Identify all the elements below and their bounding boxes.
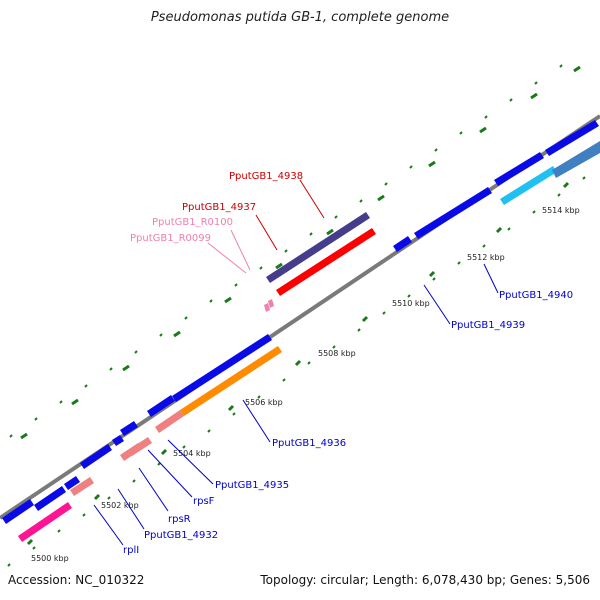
gene-arrow[interactable] (80, 444, 112, 469)
gene-arrow[interactable] (64, 476, 80, 490)
gene-label-rplI[interactable]: rplI (123, 545, 139, 556)
inner-tick-row (7, 176, 586, 567)
gene-label-PputGB1_R0100[interactable]: PputGB1_R0100 (152, 217, 233, 228)
gene-label-PputGB1_4939[interactable]: PputGB1_4939 (451, 320, 525, 331)
gene-arrow[interactable] (180, 346, 282, 416)
gene-arrow[interactable] (120, 421, 138, 436)
tick-label-5500: 5500 kbp (31, 554, 69, 563)
gene-label-PputGB1_4937[interactable]: PputGB1_4937 (182, 202, 256, 213)
tick-label-5502: 5502 kbp (101, 501, 139, 510)
accession-text: Accession: NC_010322 (8, 573, 145, 587)
gene-label-PputGB1_4938[interactable]: PputGB1_4938 (229, 171, 303, 182)
gene-arrow[interactable] (552, 141, 600, 178)
gene-arrow[interactable] (500, 166, 557, 205)
gene-label-PputGB1_R0099[interactable]: PputGB1_R0099 (130, 233, 211, 244)
gene-features (2, 120, 600, 542)
tick-label-5510: 5510 kbp (392, 299, 430, 308)
gene-label-rpsR[interactable]: rpsR (168, 514, 191, 525)
gene-arrow[interactable] (266, 212, 370, 283)
tick-label-5514: 5514 kbp (542, 206, 580, 215)
tick-label-5512: 5512 kbp (467, 253, 505, 262)
gene-arrow[interactable] (70, 477, 94, 496)
gene-arrow[interactable] (112, 435, 124, 446)
gene-label-PputGB1_4935[interactable]: PputGB1_4935 (215, 480, 289, 491)
gene-arrow[interactable] (155, 410, 184, 433)
gene-arrow[interactable] (268, 299, 274, 308)
gene-arrow[interactable] (18, 502, 72, 542)
gene-arrow[interactable] (34, 486, 66, 511)
gene-label-PputGB1_4932[interactable]: PputGB1_4932 (144, 530, 218, 541)
label-leaders (93, 179, 499, 546)
inner-major-ticks (26, 181, 570, 546)
tick-label-5506: 5506 kbp (245, 398, 283, 407)
gene-arrow[interactable] (2, 499, 34, 524)
gene-arrow[interactable] (264, 303, 270, 312)
gene-arrow[interactable] (147, 395, 175, 417)
gene-label-PputGB1_4940[interactable]: PputGB1_4940 (499, 290, 573, 301)
gene-arrow[interactable] (545, 120, 599, 156)
gene-label-PputGB1_4936[interactable]: PputGB1_4936 (272, 438, 346, 449)
tick-label-5504: 5504 kbp (173, 449, 211, 458)
topology-text: Topology: circular; Length: 6,078,430 bp… (260, 573, 590, 587)
map-title: Pseudomonas putida GB-1, complete genome (150, 10, 450, 25)
gene-arrow[interactable] (494, 152, 544, 186)
gene-label-rpsF[interactable]: rpsF (193, 496, 215, 507)
outer-major-ticks (20, 65, 581, 440)
gene-arrow[interactable] (128, 437, 152, 456)
tick-label-5508: 5508 kbp (318, 349, 356, 358)
outer-tick-row (9, 64, 563, 438)
gene-arrow[interactable] (172, 334, 272, 402)
gene-arrow[interactable] (276, 228, 376, 296)
gene-arrow[interactable] (393, 236, 412, 252)
gene-arrow[interactable] (414, 187, 492, 239)
